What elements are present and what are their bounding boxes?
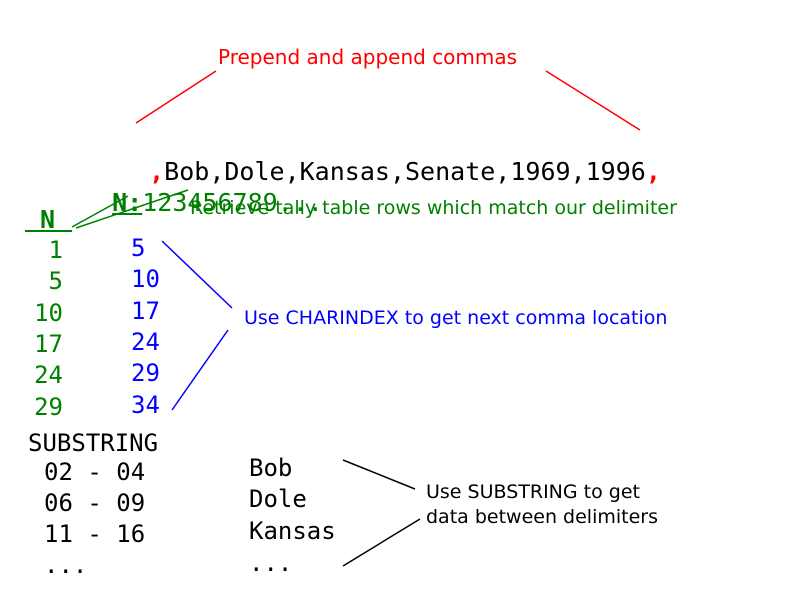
trailing-comma: , — [645, 157, 661, 186]
tally-n-value: 29 — [34, 393, 63, 421]
charindex-value: 29 — [131, 359, 160, 387]
tally-number-line: N:123456789... — [82, 165, 323, 215]
connector-prepend-left — [135, 70, 217, 124]
tally-n-value: 1 — [48, 236, 63, 264]
substring-result: Kansas — [249, 517, 336, 545]
tally-n-value: 24 — [34, 361, 63, 389]
connector-tally-upper — [71, 195, 129, 228]
substring-range: 02 - 04 — [44, 458, 146, 486]
annotation-prepend-append: Prepend and append commas — [218, 45, 518, 69]
source-string-body: Bob,Dole,Kansas,Senate,1969,1996 — [164, 157, 646, 186]
charindex-value: 24 — [131, 328, 160, 356]
tally-header-underline — [25, 230, 72, 232]
connector-substring-upper — [342, 459, 416, 490]
tally-n-value: 5 — [48, 267, 63, 295]
substring-range: ... — [44, 551, 88, 579]
annotation-use-substring-line2: data between delimiters — [426, 506, 658, 528]
leading-comma: , — [149, 157, 165, 186]
charindex-value: 34 — [131, 391, 160, 419]
substring-result: Bob — [249, 454, 293, 482]
charindex-value: 10 — [131, 265, 160, 293]
connector-substring-lower — [342, 518, 421, 567]
substring-result: Dole — [249, 485, 307, 513]
tally-n-value: 10 — [34, 299, 63, 327]
tally-digits: 123456789... — [142, 188, 323, 217]
connector-tally-lower — [75, 189, 189, 229]
substring-header: SUBSTRING — [28, 429, 159, 457]
annotation-use-charindex: Use CHARINDEX to get next comma location — [244, 307, 668, 329]
charindex-value: 5 — [131, 234, 146, 262]
annotation-retrieve-tally: Retrieve tally table rows which match ou… — [190, 197, 677, 219]
connector-prepend-right — [545, 70, 641, 131]
tally-n-value: 17 — [34, 330, 63, 358]
substring-result: ... — [249, 549, 293, 577]
charindex-value: 17 — [131, 297, 160, 325]
annotation-use-substring-line1: Use SUBSTRING to get — [426, 481, 640, 503]
connector-charindex-upper — [161, 240, 233, 309]
substring-range: 06 - 09 — [44, 489, 146, 517]
tally-column-header: N — [40, 205, 56, 234]
source-string: ,Bob,Dole,Kansas,Senate,1969,1996, — [119, 134, 661, 184]
connector-charindex-lower — [171, 329, 229, 411]
tally-label: N: — [112, 188, 143, 217]
substring-range: 11 - 16 — [44, 520, 146, 548]
